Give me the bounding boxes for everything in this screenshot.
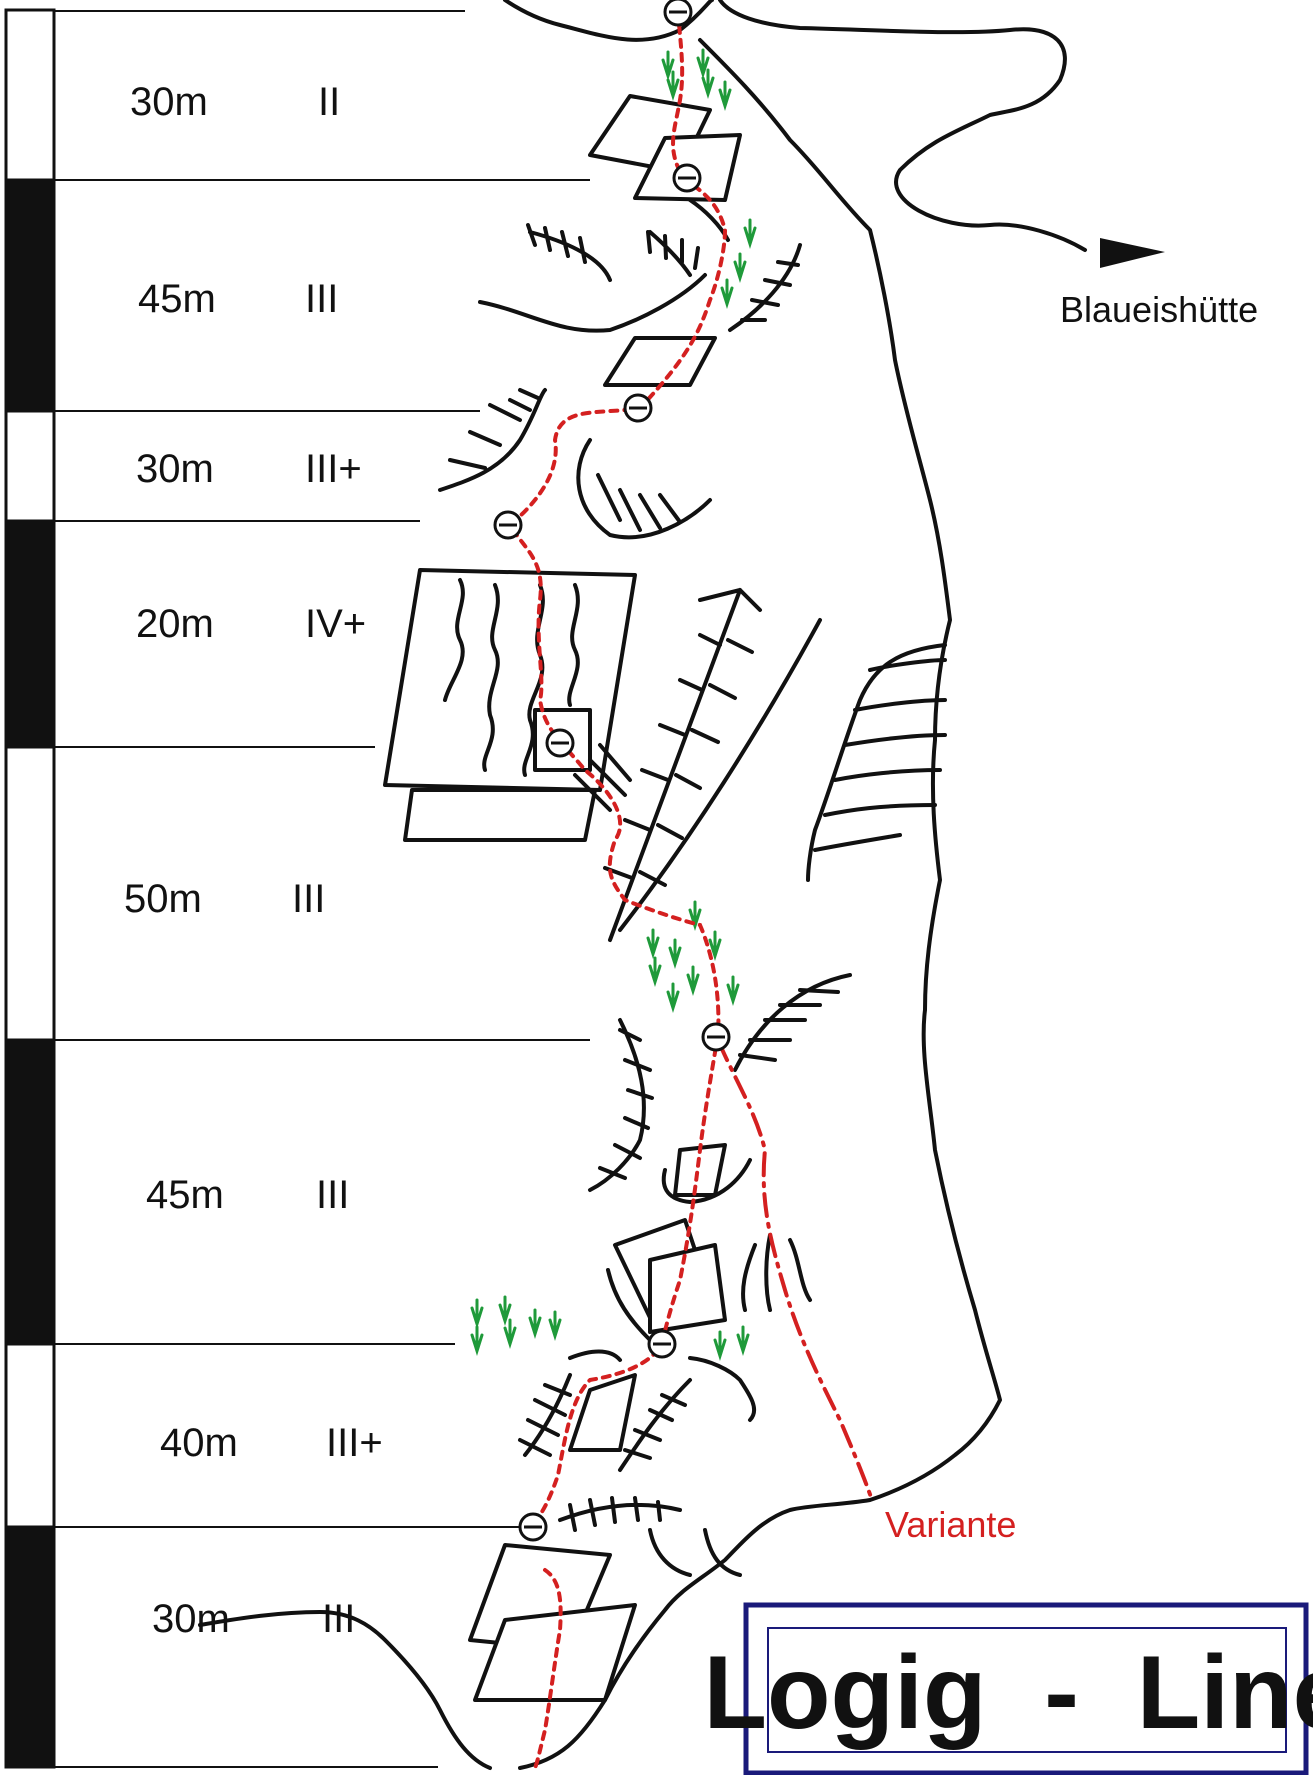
grass-icon	[500, 1297, 510, 1321]
belay-station-icon	[520, 1514, 546, 1540]
grass-icon	[530, 1310, 540, 1334]
scale-segment-7	[6, 1344, 54, 1527]
hut-label: Blaueishütte	[1060, 289, 1258, 330]
rock-overhang	[578, 440, 710, 537]
belay-station-icon	[703, 1024, 729, 1050]
belay-station-icon	[495, 512, 521, 538]
pitch-3-length: 30m	[136, 447, 214, 491]
pitch-8-length: 30m	[152, 1597, 230, 1641]
belay-station-icon	[674, 165, 700, 191]
pitch-5-length: 50m	[124, 877, 202, 921]
pitch-3-grade: III+	[305, 447, 362, 491]
grass-icon	[735, 254, 745, 278]
scale-segment-2	[6, 180, 54, 411]
pitch-1-grade: II	[318, 80, 340, 124]
rock-slab-right	[808, 645, 945, 880]
pitch-4-length: 20m	[136, 602, 214, 646]
grass-icon	[720, 82, 730, 106]
grass-icon	[472, 1300, 482, 1324]
rock-overhang	[590, 1020, 652, 1190]
pitch-6-length: 45m	[146, 1173, 224, 1217]
scale-segment-4	[6, 521, 54, 747]
scale-segment-6	[6, 1040, 54, 1344]
variant-label: Variante	[885, 1504, 1016, 1545]
rock-overhang	[560, 1498, 680, 1530]
scale-segment-3	[6, 411, 54, 521]
scale-segment-8	[6, 1527, 54, 1767]
pitch-4-grade: IV+	[305, 602, 366, 646]
route-title: Logig - Line	[703, 1635, 1313, 1751]
grass-icon	[738, 1327, 748, 1351]
grass-icon	[722, 280, 732, 304]
rock-curve	[650, 1530, 740, 1575]
pitch-5-grade: III	[292, 877, 325, 921]
pitch-6-grade: III	[316, 1173, 349, 1217]
grass-icon	[648, 930, 658, 954]
variant-route	[718, 1040, 872, 1500]
grass-icon	[550, 1312, 560, 1336]
grass-icon	[668, 984, 678, 1008]
belay-station-icon	[547, 730, 573, 756]
rock-features-mid-upper	[385, 390, 820, 940]
grass-icon	[505, 1320, 515, 1344]
grass-icon	[472, 1327, 482, 1351]
scale-segment-5	[6, 747, 54, 1040]
rock-overhang	[480, 225, 705, 331]
rock-overhang	[648, 232, 698, 275]
pitch-1-length: 30m	[130, 80, 208, 124]
route-title-box: Logig - Line	[703, 1605, 1313, 1773]
rock-ledge	[405, 790, 595, 840]
rock-slab	[385, 570, 635, 790]
rock-block	[650, 1245, 725, 1332]
pitch-2-length: 45m	[138, 277, 216, 321]
scale-segment-1	[6, 10, 54, 180]
grass-icon	[728, 977, 738, 1001]
pitch-7-grade: III+	[326, 1421, 383, 1465]
pitch-7-length: 40m	[160, 1421, 238, 1465]
grass-icon	[745, 220, 755, 244]
belay-station-icon	[649, 1331, 675, 1357]
pitch-2-grade: III	[305, 277, 338, 321]
rock-overhang	[735, 975, 850, 1070]
pitch-labels: 30m II 45m III 30m III+ 20m IV+ 50m III …	[124, 80, 383, 1641]
hut-arrow-icon	[1100, 238, 1165, 268]
belay-station-icon	[665, 0, 691, 25]
grass-icon	[688, 967, 698, 991]
rock-block	[570, 1375, 635, 1450]
grass-icon	[715, 1332, 725, 1356]
grass-icon	[670, 940, 680, 964]
rock-block	[605, 338, 715, 385]
rock-overhang	[440, 390, 545, 490]
pitch-scale-bar	[6, 10, 54, 1767]
grass-icon	[650, 958, 660, 982]
rock-features-lower	[470, 1375, 740, 1700]
belay-station-icon	[625, 395, 651, 421]
